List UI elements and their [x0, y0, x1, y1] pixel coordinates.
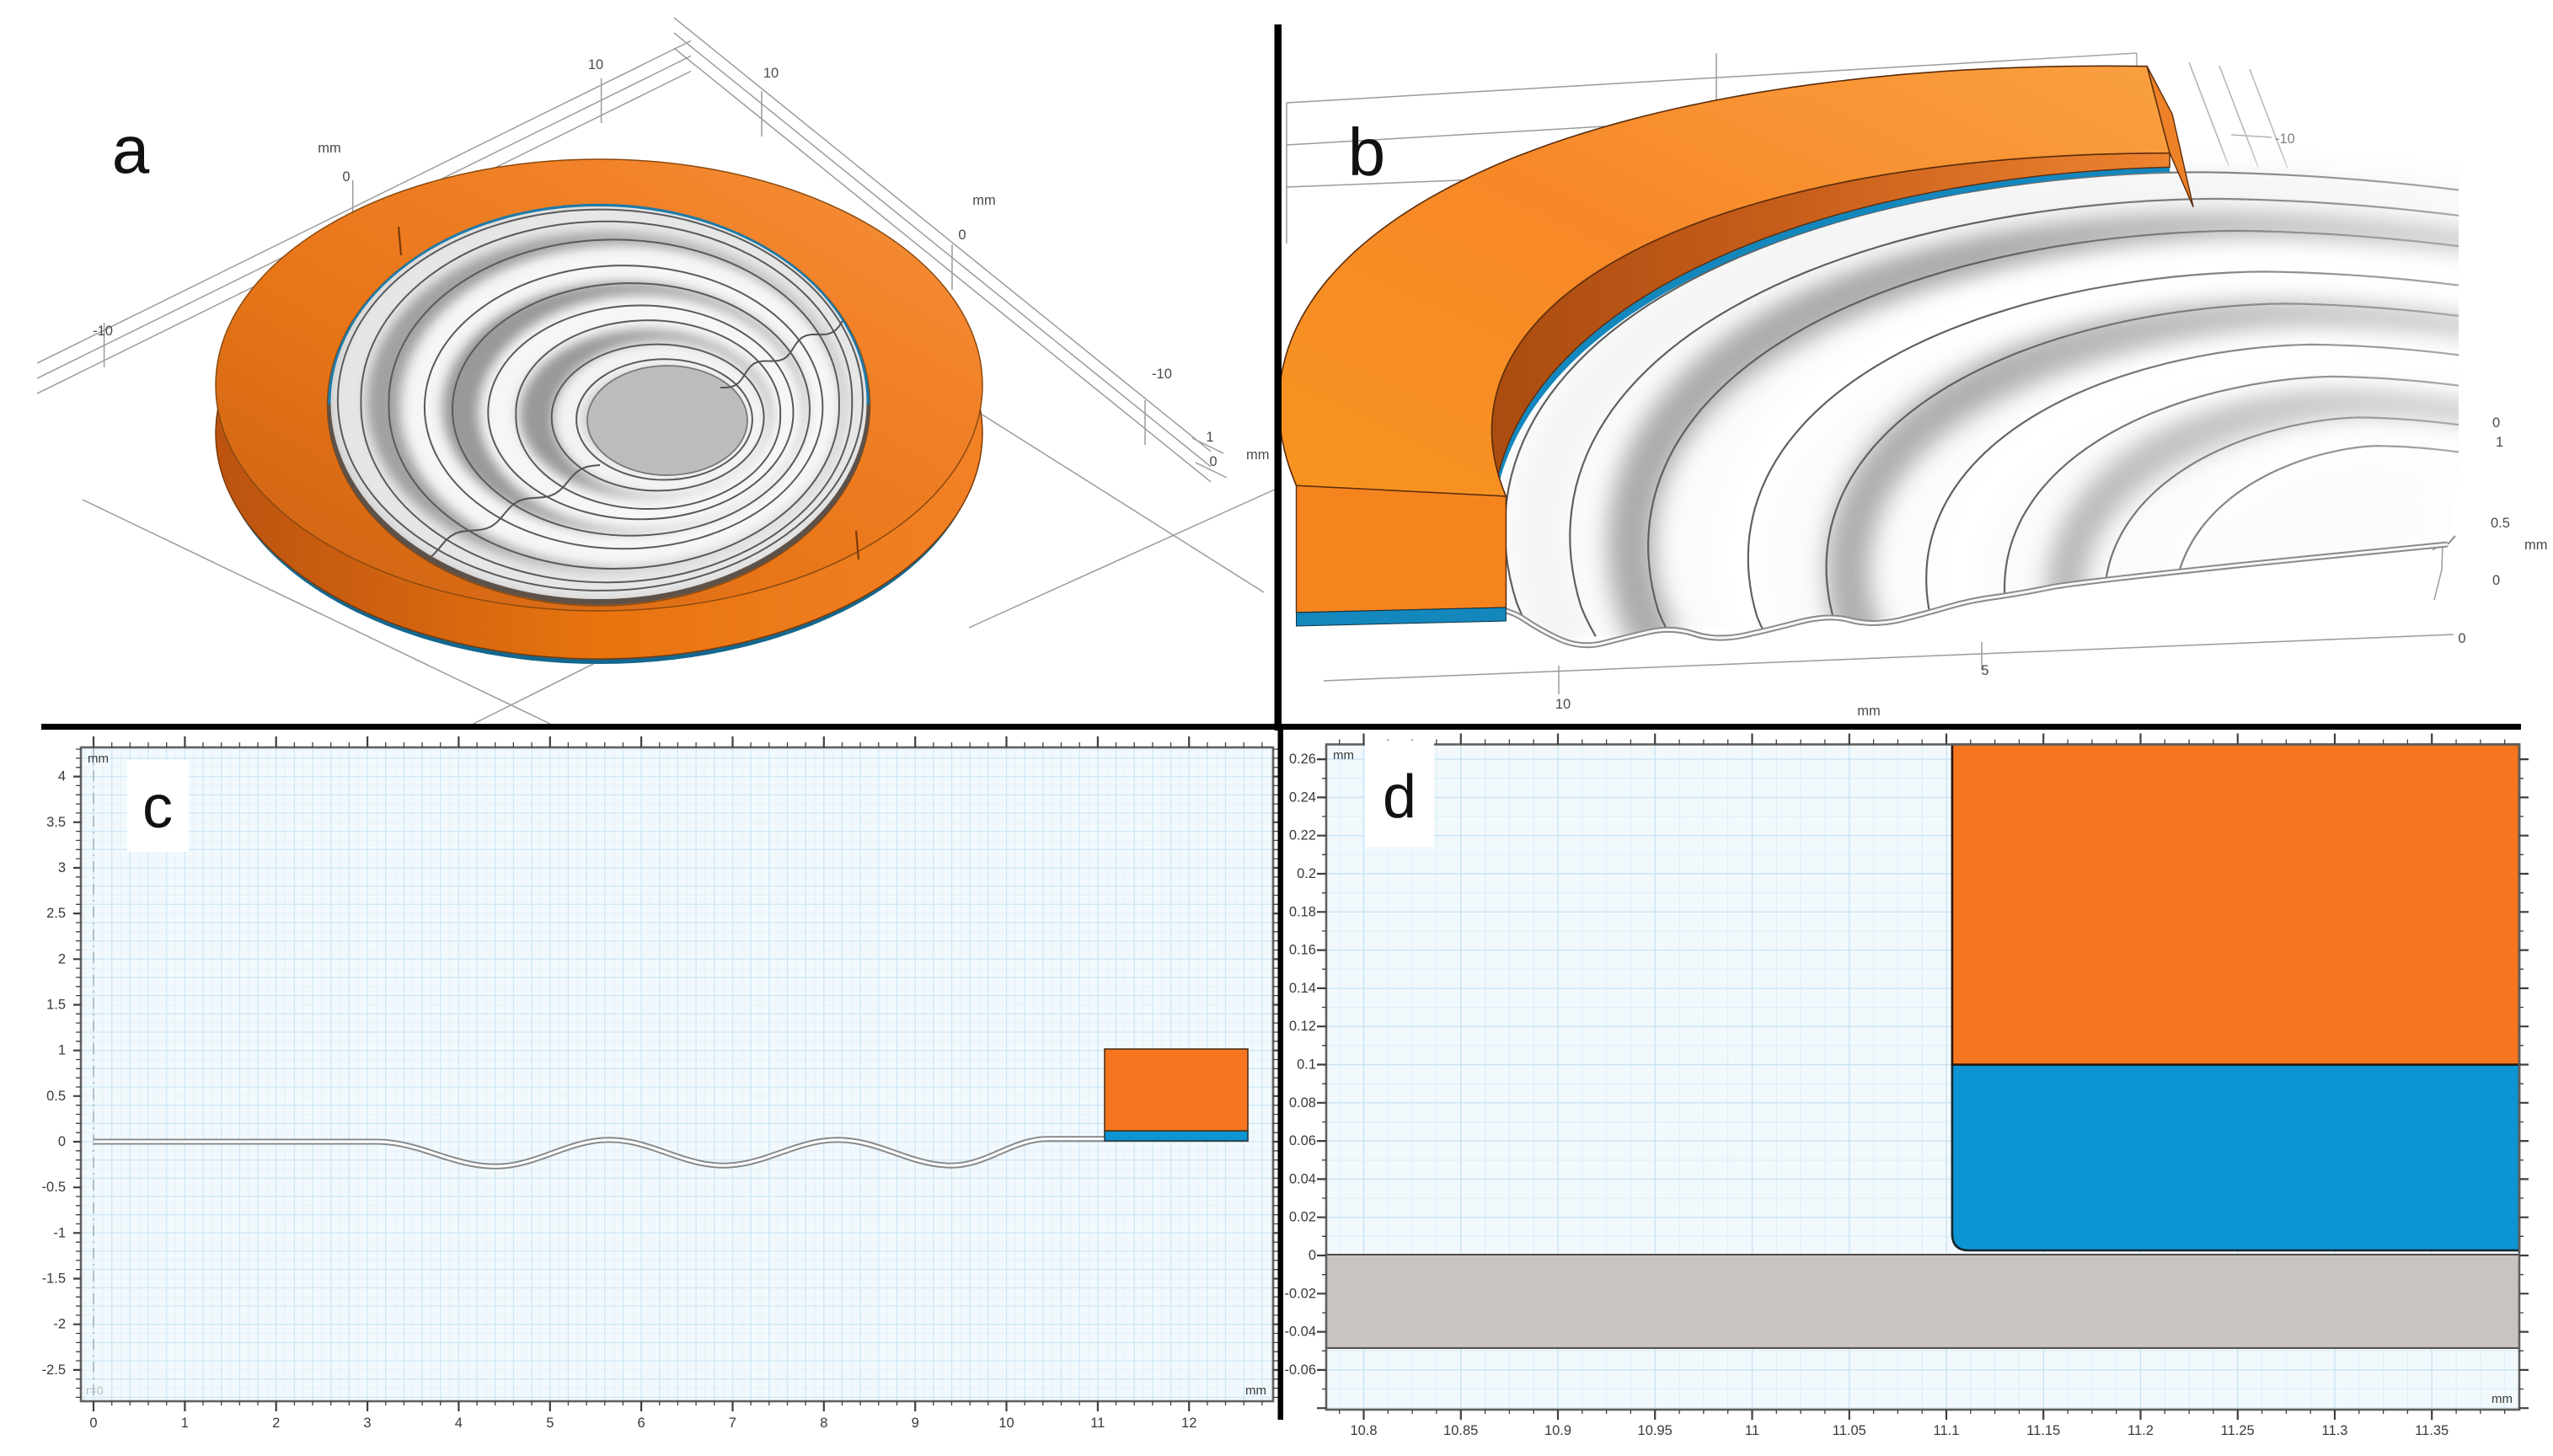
svg-text:2.5: 2.5: [46, 906, 66, 921]
svg-text:d: d: [1383, 763, 1416, 831]
svg-text:mm: mm: [2524, 538, 2548, 553]
svg-text:-2: -2: [53, 1317, 66, 1332]
svg-text:0: 0: [89, 1416, 97, 1431]
svg-text:0: 0: [342, 169, 350, 185]
svg-text:-0.5: -0.5: [42, 1180, 66, 1195]
svg-text:1.5: 1.5: [46, 998, 66, 1013]
svg-text:11.1: 11.1: [1934, 1423, 1960, 1438]
svg-text:mm: mm: [2491, 1392, 2513, 1406]
svg-text:0.12: 0.12: [1289, 1019, 1316, 1034]
svg-text:mm: mm: [1857, 704, 1881, 719]
svg-text:0.1: 0.1: [1297, 1057, 1316, 1073]
svg-text:11.05: 11.05: [1833, 1423, 1866, 1438]
svg-text:10.8: 10.8: [1350, 1423, 1377, 1438]
svg-text:1: 1: [1206, 430, 1213, 445]
svg-text:9: 9: [912, 1416, 919, 1431]
svg-text:0.16: 0.16: [1289, 943, 1316, 958]
svg-text:0: 0: [1309, 1248, 1316, 1263]
svg-text:c: c: [142, 774, 173, 841]
svg-text:3.5: 3.5: [46, 815, 66, 830]
svg-text:a: a: [112, 112, 150, 187]
svg-text:0: 0: [2492, 573, 2500, 588]
svg-text:-0.02: -0.02: [1284, 1286, 1316, 1301]
svg-text:0.2: 0.2: [1297, 866, 1316, 881]
svg-text:11.3: 11.3: [2322, 1423, 2348, 1438]
svg-text:b: b: [1348, 115, 1386, 190]
svg-text:11: 11: [1090, 1416, 1105, 1431]
svg-text:0.5: 0.5: [2491, 516, 2510, 531]
svg-text:0.22: 0.22: [1289, 828, 1316, 843]
svg-text:mm: mm: [972, 193, 996, 208]
svg-text:10: 10: [588, 57, 603, 72]
svg-text:0.24: 0.24: [1289, 790, 1316, 805]
svg-text:0.5: 0.5: [46, 1089, 66, 1104]
svg-text:0.18: 0.18: [1289, 904, 1316, 919]
svg-text:11.25: 11.25: [2221, 1423, 2255, 1438]
svg-text:mm: mm: [1333, 748, 1354, 763]
svg-text:-0.06: -0.06: [1284, 1362, 1316, 1378]
svg-text:0: 0: [2458, 631, 2465, 646]
svg-text:0.02: 0.02: [1289, 1210, 1316, 1225]
svg-text:1: 1: [181, 1416, 189, 1431]
svg-text:10.95: 10.95: [1638, 1423, 1673, 1438]
svg-text:10: 10: [998, 1416, 1014, 1431]
svg-text:mm: mm: [318, 141, 341, 156]
svg-text:11.2: 11.2: [2128, 1423, 2154, 1438]
svg-text:1: 1: [58, 1043, 66, 1058]
svg-text:3: 3: [363, 1416, 371, 1431]
svg-text:0: 0: [2492, 415, 2500, 431]
svg-text:2: 2: [272, 1416, 280, 1431]
svg-text:0.14: 0.14: [1289, 981, 1316, 996]
svg-text:r=0: r=0: [86, 1384, 104, 1397]
svg-text:mm: mm: [1246, 447, 1270, 463]
svg-text:10.9: 10.9: [1544, 1423, 1571, 1438]
svg-text:mm: mm: [1245, 1384, 1266, 1398]
svg-text:0: 0: [958, 228, 966, 243]
svg-text:2: 2: [58, 951, 66, 966]
svg-text:0: 0: [58, 1134, 66, 1149]
svg-text:10: 10: [1555, 697, 1571, 712]
svg-text:0.04: 0.04: [1289, 1171, 1316, 1186]
svg-text:-2.5: -2.5: [42, 1362, 66, 1378]
svg-text:6: 6: [638, 1416, 645, 1431]
svg-text:0.26: 0.26: [1289, 752, 1316, 767]
svg-text:-0.04: -0.04: [1284, 1325, 1316, 1340]
svg-text:0.08: 0.08: [1289, 1095, 1316, 1111]
svg-text:11.35: 11.35: [2415, 1423, 2449, 1438]
svg-text:-10: -10: [1152, 367, 1172, 382]
svg-text:4: 4: [455, 1416, 463, 1431]
svg-text:5: 5: [546, 1416, 554, 1431]
svg-text:1: 1: [2496, 435, 2503, 450]
svg-text:10: 10: [763, 66, 779, 81]
svg-text:7: 7: [729, 1416, 736, 1431]
svg-text:0: 0: [1209, 454, 1217, 469]
svg-text:11.15: 11.15: [2026, 1423, 2060, 1438]
svg-text:8: 8: [820, 1416, 827, 1431]
svg-text:5: 5: [1981, 663, 1988, 678]
svg-text:4: 4: [58, 769, 66, 784]
svg-text:-1: -1: [53, 1225, 66, 1240]
svg-text:10.85: 10.85: [1443, 1423, 1478, 1438]
svg-text:12: 12: [1181, 1416, 1196, 1431]
svg-text:-1.5: -1.5: [42, 1271, 66, 1287]
svg-text:-10: -10: [93, 324, 113, 339]
svg-text:3: 3: [58, 860, 66, 875]
svg-text:mm: mm: [88, 752, 109, 766]
svg-text:0.06: 0.06: [1289, 1133, 1316, 1148]
svg-text:11: 11: [1745, 1423, 1759, 1438]
